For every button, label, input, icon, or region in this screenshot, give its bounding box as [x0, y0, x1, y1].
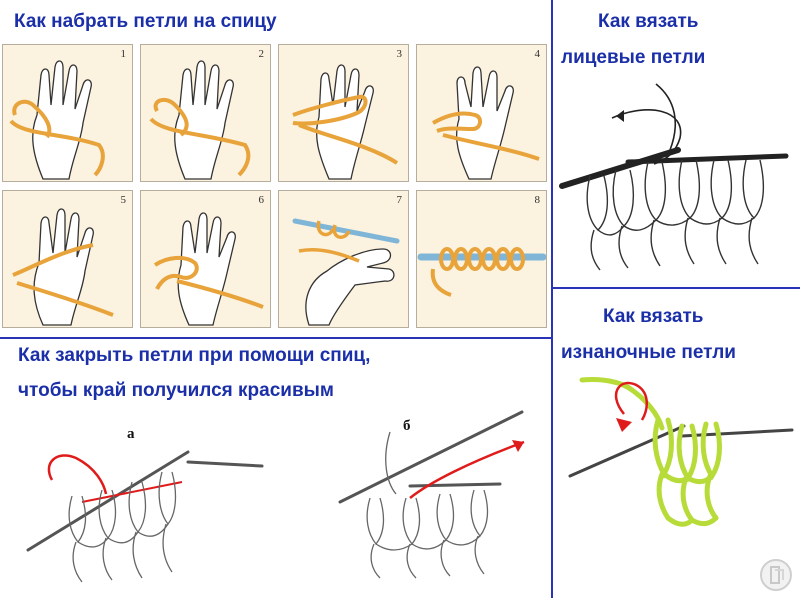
cast-on-step-1: 1: [2, 44, 133, 182]
knitting-needle-icon: [417, 247, 546, 297]
knitting-needle-icon: [568, 424, 686, 478]
hand-icon: [432, 66, 540, 180]
hand-icon: [149, 60, 251, 180]
cast-on-step-7: 7: [278, 190, 409, 328]
left-horizontal-divider: [0, 337, 552, 339]
bind-off-title-line2: чтобы край получился красивым: [18, 380, 334, 401]
knitting-needle-icon: [26, 450, 190, 552]
knitting-needle-icon: [408, 482, 502, 488]
cast-on-step-5: 5: [2, 190, 133, 328]
knit-stitch-title-line1: Как вязать: [598, 11, 699, 32]
knit-stitch-illustration: [559, 83, 789, 271]
bind-off-figure-a: [26, 450, 264, 583]
step-number: 4: [534, 48, 541, 60]
knitting-needle-icon: [625, 153, 789, 165]
cast-on-step-6: 6: [140, 190, 271, 328]
knitting-needle-icon: [186, 460, 264, 468]
step-number: 8: [534, 194, 541, 206]
knit-stitch-title-line2: лицевые петли: [561, 47, 706, 68]
cast-on-step-8: 8: [416, 190, 547, 328]
hand-icon: [292, 64, 399, 180]
bind-off-title-line1: Как закрыть петли при помощи спиц,: [18, 345, 371, 366]
step-number: 1: [120, 48, 127, 60]
hand-icon: [153, 212, 264, 326]
figure-label-a: а: [127, 426, 135, 442]
red-arrow-icon: [409, 440, 525, 499]
watermark-logo-icon: [760, 559, 792, 591]
cast-on-step-4: 4: [416, 44, 547, 182]
step-number: 3: [396, 48, 403, 60]
cast-on-step-2: 2: [140, 44, 271, 182]
hand-icon: [9, 60, 105, 180]
step-number: 7: [396, 194, 403, 206]
bind-off-figure-b: [338, 410, 525, 579]
red-arrow-icon: [614, 381, 648, 421]
knitting-needle-icon: [680, 428, 794, 438]
arrow-icon: [616, 110, 624, 122]
hand-icon: [12, 208, 114, 326]
vertical-divider: [551, 0, 553, 598]
purl-stitch-illustration: [568, 377, 794, 527]
step-number: 6: [258, 194, 265, 206]
step-number: 2: [258, 48, 265, 60]
cast-on-title: Как набрать петли на спицу: [14, 11, 277, 32]
purl-stitch-title-line2: изнаночные петли: [561, 342, 736, 363]
right-horizontal-divider: [551, 287, 800, 289]
cast-on-step-3: 3: [278, 44, 409, 182]
knitting-needle-icon: [292, 218, 400, 244]
figure-label-b: б: [403, 418, 411, 434]
knitting-needle-icon: [338, 410, 524, 504]
knitting-needle-icon: [559, 147, 681, 189]
hand-icon: [292, 218, 400, 326]
purl-stitch-title-line1: Как вязать: [603, 306, 704, 327]
red-arrow-icon: [47, 454, 108, 495]
step-number: 5: [120, 194, 127, 206]
